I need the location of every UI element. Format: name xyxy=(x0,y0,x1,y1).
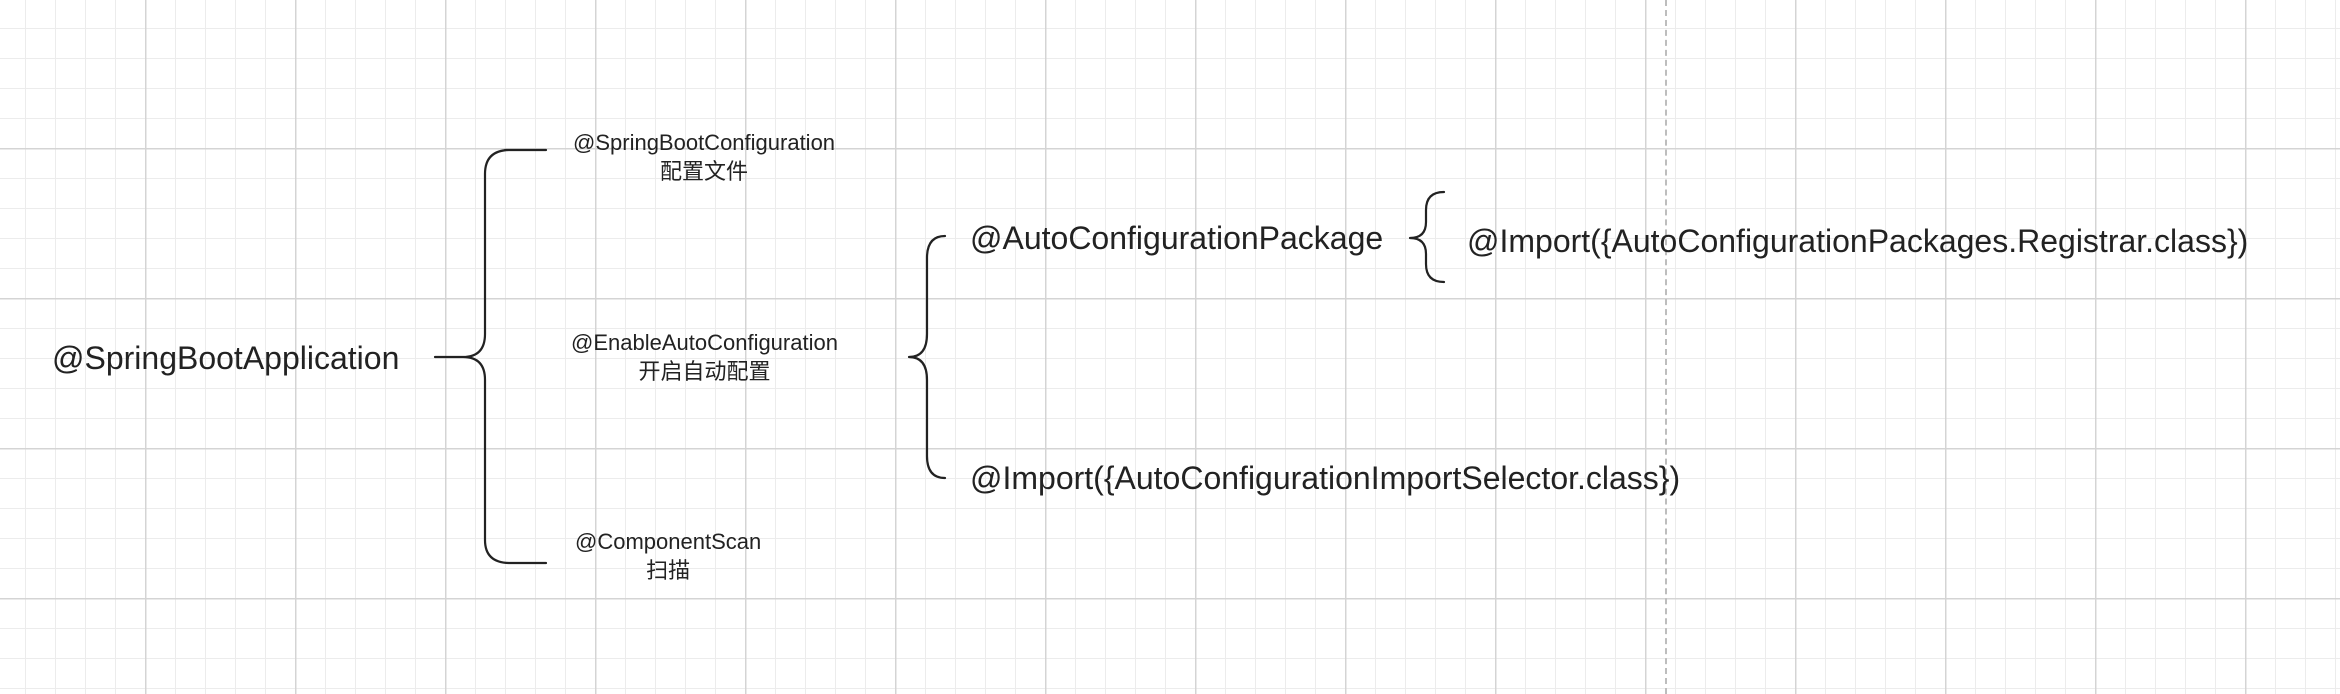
node-name: @ComponentScan xyxy=(575,529,762,554)
node-desc: 配置文件 xyxy=(660,159,749,184)
node-desc: 开启自动配置 xyxy=(638,359,771,384)
root-brace xyxy=(433,148,548,565)
enable-auto-config-brace xyxy=(907,234,947,480)
node-name: @SpringBootConfiguration xyxy=(573,130,836,155)
root-node: @SpringBootApplication xyxy=(52,340,400,376)
node-name: @EnableAutoConfiguration xyxy=(571,330,838,355)
import-selector-node: @Import({AutoConfigurationImportSelector… xyxy=(970,460,1681,496)
import-registrar-node: @Import({AutoConfigurationPackages.Regis… xyxy=(1467,223,2249,259)
springbootconfiguration-node: @SpringBootConfiguration 配置文件 xyxy=(573,128,835,186)
node-desc: 扫描 xyxy=(646,558,691,583)
auto-config-package-brace xyxy=(1408,190,1446,284)
componentscan-node: @ComponentScan 扫描 xyxy=(575,527,761,585)
page-boundary-guide xyxy=(1665,0,1667,694)
enableautoconfiguration-node: @EnableAutoConfiguration 开启自动配置 xyxy=(571,328,838,386)
autoconfigurationpackage-node: @AutoConfigurationPackage xyxy=(970,220,1384,256)
